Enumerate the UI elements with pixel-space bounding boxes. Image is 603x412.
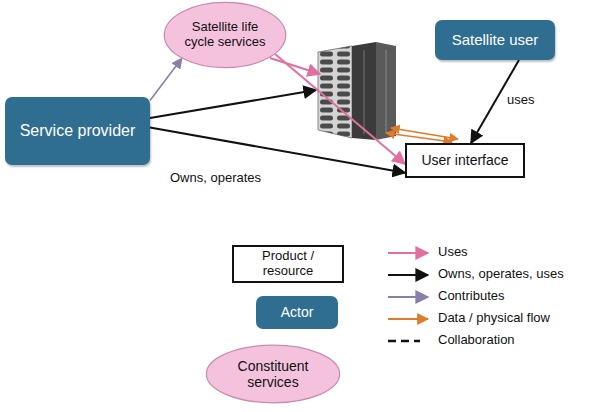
legend-text: Data / physical flow: [438, 310, 550, 325]
legend-text: Uses: [438, 244, 468, 259]
legend-text: Actor: [281, 304, 314, 320]
connector-arrow: [150, 58, 182, 100]
data-flow-arrow: [391, 128, 458, 139]
node-text: Satellite user: [452, 31, 539, 48]
legend-line-sample: [388, 274, 428, 276]
legend-item: Product / resource: [232, 245, 344, 283]
connector-arrow: [150, 128, 405, 173]
legend-item: Constituent services: [205, 344, 341, 404]
node-text: User interface: [421, 152, 508, 168]
connector-arrow: [275, 54, 405, 164]
legend-text: Product / resource: [240, 249, 336, 279]
resource-box: User interface: [405, 143, 525, 178]
legend-text: Constituent services: [223, 358, 324, 390]
legend-line-sample: [388, 340, 420, 343]
satellite: [318, 42, 396, 140]
data-flow-arrow: [386, 133, 452, 142]
edge-label: uses: [505, 92, 536, 107]
service-ellipse: Satellite life cycle services: [163, 1, 287, 69]
node-text: Service provider: [20, 122, 136, 140]
legend-text: Contributes: [438, 288, 504, 303]
legend-text: Collaboration: [438, 332, 515, 347]
legend-item: Owns, operates, uses: [438, 266, 564, 281]
legend-line-sample: [388, 252, 428, 254]
legend-line-sample: [388, 296, 428, 298]
edge-label: Owns, operates: [168, 170, 263, 185]
legend-item: Collaboration: [438, 332, 515, 347]
legend-item: Actor: [256, 296, 338, 329]
actor-box: Satellite user: [435, 20, 555, 60]
node-text: Satellite life cycle services: [179, 20, 271, 50]
legend-item: Uses: [438, 244, 468, 259]
legend-item: Data / physical flow: [438, 310, 550, 325]
actor-box: Service provider: [5, 97, 150, 165]
legend-text: Owns, operates, uses: [438, 266, 564, 281]
legend-item: Contributes: [438, 288, 504, 303]
legend-line-sample: [388, 318, 428, 320]
owns-arrow: [150, 90, 316, 118]
